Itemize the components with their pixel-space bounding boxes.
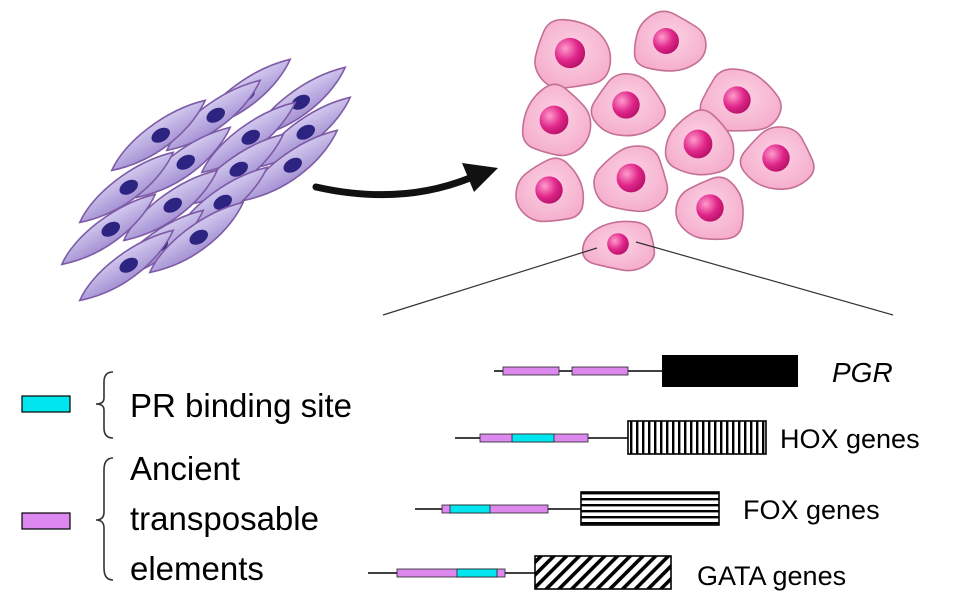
gene-construct-gata: GATA genes <box>368 555 846 591</box>
decidual-cell <box>515 157 585 223</box>
gene-construct-fox: FOX genes <box>415 491 880 526</box>
decidual-nucleus <box>535 176 563 204</box>
decidual-cell <box>675 176 744 241</box>
hox-genes-label: HOX genes <box>780 424 920 454</box>
hox-gene-body <box>627 420 767 455</box>
decidual-cells <box>515 10 815 272</box>
fibroblast-nucleus <box>101 221 120 237</box>
gene-construct-pgr: PGR <box>494 355 893 388</box>
fibroblast-nucleus <box>206 107 225 123</box>
fox-genes-label: FOX genes <box>743 495 880 525</box>
gata-gene-body <box>534 555 672 590</box>
transposable-element-box <box>441 504 549 514</box>
fibroblast-nucleus <box>213 194 232 210</box>
fibroblast-nucleus <box>296 124 315 140</box>
fibroblast-nucleus <box>176 154 195 170</box>
decidual-cell <box>521 83 592 157</box>
decidual-nucleus <box>607 233 629 255</box>
decidual-cell <box>739 126 815 191</box>
transposable-elements-label-line1: Ancient <box>130 450 240 487</box>
stromal-fibroblast-cells <box>60 58 352 302</box>
decidual-nucleus <box>723 86 751 114</box>
gene-construct-hox: HOX genes <box>455 420 920 455</box>
fibroblast-cell <box>110 99 207 172</box>
decidual-cell <box>593 145 669 213</box>
decidual-nucleus <box>683 129 713 159</box>
fibroblast-nucleus <box>163 197 182 213</box>
pr-binding-site-swatch <box>21 395 71 413</box>
transposable-element-box <box>502 366 560 376</box>
fibroblast-cell <box>78 229 175 302</box>
pr-binding-site-label: PR binding site <box>130 387 352 424</box>
fibroblast-nucleus <box>119 179 138 195</box>
pgr-gene-body <box>662 355 798 387</box>
decidual-cell <box>534 18 612 89</box>
decidual-nucleus <box>696 194 724 222</box>
decidual-nucleus <box>616 163 646 193</box>
decidual-cell <box>590 72 666 137</box>
decidual-nucleus <box>554 37 586 69</box>
pgr-label: PGR <box>832 357 893 388</box>
transposable-elements-label-line2: transposable <box>130 500 319 537</box>
zoom-lines <box>382 241 894 316</box>
decidual-nucleus <box>653 28 679 54</box>
fibroblast-nucleus <box>119 257 138 273</box>
legend: PR binding site Ancient transposable ele… <box>21 371 352 587</box>
pr-binding-site-box <box>449 504 491 514</box>
transposable-elements-brace <box>95 457 114 581</box>
decidual-nucleus <box>612 91 640 119</box>
fibroblast-nucleus <box>241 129 260 145</box>
decidual-cell <box>633 10 707 72</box>
pr-binding-site-box <box>456 568 498 578</box>
fibroblast-cell <box>60 193 157 266</box>
decidual-cell <box>664 109 735 176</box>
gata-genes-label: GATA genes <box>697 561 846 591</box>
fibroblast-cell <box>148 201 245 274</box>
fibroblast-nucleus <box>283 157 302 173</box>
pr-binding-site-brace <box>95 371 114 439</box>
transposable-elements-swatch <box>21 512 71 530</box>
fibroblast-nucleus <box>291 94 310 110</box>
fibroblast-nucleus <box>229 161 248 177</box>
pr-binding-site-box <box>511 433 555 443</box>
decidual-nucleus <box>539 105 569 135</box>
fibroblast-nucleus <box>189 229 208 245</box>
decidualization-arrow <box>312 163 498 199</box>
decidual-nucleus <box>762 144 790 172</box>
transposable-element-box <box>571 366 629 376</box>
fibroblast-nucleus <box>151 127 170 143</box>
transposable-element-box <box>396 568 506 578</box>
transposable-elements-label-line3: elements <box>130 550 264 587</box>
gene-constructs: PGR HOX genes FOX genes GATA genes <box>368 355 920 591</box>
decidual-cell <box>699 68 782 132</box>
highlighted-decidual-cell <box>581 220 656 272</box>
fox-gene-body <box>580 491 720 526</box>
